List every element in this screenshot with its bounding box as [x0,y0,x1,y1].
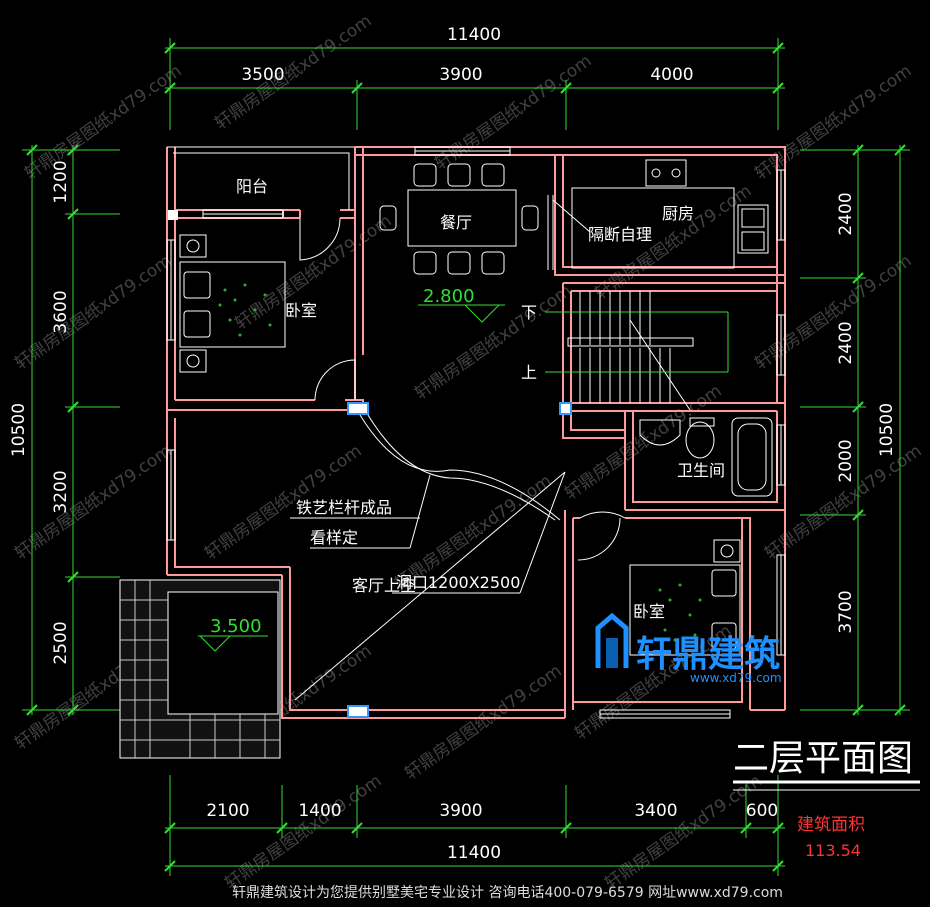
bed-texture [218,283,702,642]
dim-top-segment: 4000 [650,65,693,85]
dim-left-segment: 3200 [51,470,71,513]
watermark: 轩鼎房屋图纸xd79.com [221,771,385,894]
footer-contact: 轩鼎建筑设计为您提供别墅美宅专业设计 咨询电话400-079-6579 网址ww… [232,884,783,901]
dim-right-segment: 2000 [836,439,856,482]
bed-se [629,539,741,656]
elevation-label: 2.800 [423,286,475,307]
watermark: 轩鼎房屋图纸xd79.com [11,251,175,374]
windows [166,146,786,719]
room-label-bathroom: 卫生间 [677,461,725,480]
elevation-markers [198,304,505,652]
room-label-kitchen: 厨房 [662,204,694,223]
dim-right-total: 10500 [877,403,897,457]
terrace [119,579,281,759]
dim-bottom-segment: 3400 [634,801,677,821]
watermark: 轩鼎房屋图纸xd79.com [211,11,375,134]
stair-up-label: 上 [521,363,537,382]
room-label-partition: 隔断自理 [588,225,652,244]
watermark: 轩鼎房屋图纸xd79.com [401,661,565,784]
watermark: 轩鼎房屋图纸xd79.com [751,251,915,374]
dim-left-segment: 2500 [51,621,71,664]
plan-title: 二层平面图 [733,738,913,779]
balcony-outline [167,146,355,210]
room-label-bedroom: 卧室 [285,301,317,320]
dim-top-segment: 3500 [241,65,284,85]
dim-right-segment: 3700 [836,590,856,633]
railing-note: 看样定 [310,528,358,547]
dimension-lines [22,38,910,876]
logo-site: www.xd79.com [690,671,782,685]
elevation-label: 3.500 [210,616,262,637]
dim-left-segment: 3600 [51,290,71,333]
dim-bottom-segment: 600 [746,801,778,821]
columns [168,210,572,718]
dim-right-segment: 2400 [836,192,856,235]
kitchen-fixtures [547,159,769,270]
room-label-balcony: 阳台 [236,177,268,196]
dimension-ticks [26,42,906,872]
room-label-bedroom: 卧室 [633,602,665,621]
watermark: 轩鼎房屋图纸xd79.com [11,441,175,564]
stair-down-label: 下 [521,303,537,322]
watermark: 轩鼎房屋图纸xd79.com [751,61,915,184]
stair-arrows [545,311,729,373]
logo-text: 轩鼎建筑 [636,634,780,675]
partition-leader [552,199,591,233]
dim-top-total: 11400 [447,25,501,45]
dim-left-segment: 1200 [51,160,71,203]
opening-note: 洞口1200X2500 [396,573,520,592]
dim-top-segment: 3900 [439,65,482,85]
watermark: 轩鼎房屋图纸xd79.com [561,381,725,504]
watermark: 轩鼎房屋图纸xd79.com [21,61,185,184]
leader-lines [290,471,566,701]
dining-table-set [379,163,539,275]
dim-right-segment: 2400 [836,321,856,364]
dim-bottom-segment: 3900 [439,801,482,821]
dim-left-total: 10500 [9,403,29,457]
dim-bottom-total: 11400 [447,843,501,863]
dim-bottom-segment: 1400 [298,801,341,821]
area-label: 建筑面积 [797,815,865,835]
company-logo: 轩鼎建筑 www.xd79.com [595,612,782,685]
bed-nw [179,234,286,373]
bathroom-fixtures [639,417,773,497]
railing-note: 铁艺栏杆成品 [296,498,392,517]
room-label-living-void: 客厅上空 [352,576,416,595]
area-value: 113.54 [805,841,861,860]
stairs [567,291,694,411]
dim-bottom-segment: 2100 [206,801,249,821]
room-label-dining: 餐厅 [440,213,472,232]
doors [299,217,626,561]
